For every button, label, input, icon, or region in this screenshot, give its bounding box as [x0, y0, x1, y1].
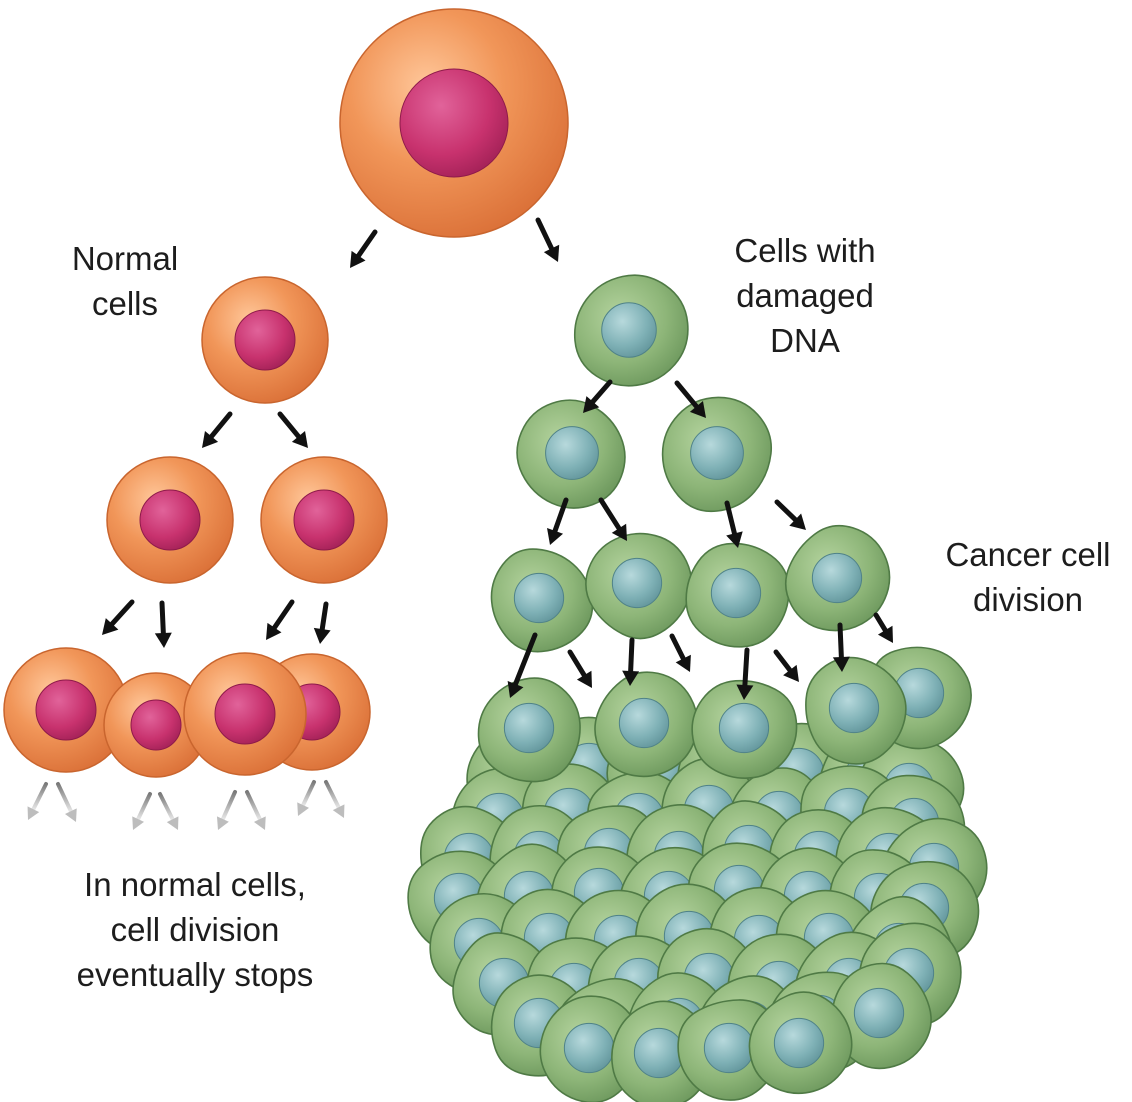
cancer-cell-gen3 — [691, 679, 798, 779]
division-arrow-icon — [102, 599, 135, 635]
tumor-mass-cell — [748, 991, 853, 1095]
faded-division-arrow-icon — [56, 782, 77, 822]
damaged-dna-label-line-3: DNA — [770, 322, 840, 359]
division-arrow-icon — [567, 649, 592, 688]
normal-cell-gen3-1 — [3, 647, 129, 773]
normal-cell-lineage — [3, 8, 569, 778]
normal-cell-gen3-3 — [183, 652, 307, 776]
division-arrow-icon — [202, 411, 233, 448]
division-arrow-icon — [669, 633, 691, 672]
division-arrow-icon — [154, 600, 172, 648]
cancer-label-line-1: Cancer cell — [945, 536, 1111, 573]
division-arrow-icon — [674, 380, 706, 418]
normal-cell-gen1 — [201, 276, 329, 404]
normal-cell-gen2-left — [106, 456, 234, 584]
cancer-cell-gen2 — [490, 548, 594, 653]
damaged-dna-label: Cells with damaged DNA — [712, 228, 898, 363]
caption-line-3: eventually stops — [76, 956, 314, 993]
cancer-label-line-2: division — [972, 581, 1084, 618]
division-arrow-icon — [507, 632, 538, 698]
division-arrows — [27, 217, 893, 830]
division-arrow-icon — [266, 599, 295, 640]
cancer-cell-gen3 — [594, 671, 699, 778]
parent-cell — [339, 8, 569, 238]
faded-division-arrow-icon — [245, 790, 266, 830]
faded-division-arrow-icon — [216, 790, 237, 830]
normal-cell-gen2-right — [260, 456, 388, 584]
faded-division-arrow-icon — [297, 780, 316, 816]
tumor-mass-cell — [831, 962, 932, 1070]
faded-division-arrow-icon — [27, 782, 48, 820]
cancer-cell-gen1 — [516, 399, 626, 509]
division-arrow-icon — [832, 622, 850, 672]
damaged-dna-label-line-1: Cells with — [734, 232, 876, 269]
division-arrow-icon — [535, 217, 560, 262]
division-arrow-icon — [313, 601, 331, 644]
division-arrow-icon — [873, 612, 893, 643]
faded-division-arrow-icon — [158, 792, 179, 830]
division-arrow-icon — [277, 411, 308, 448]
faded-division-arrow-icon — [132, 792, 152, 830]
cancer-cell-gen2 — [784, 524, 891, 632]
cancer-cell-gen1 — [661, 396, 773, 513]
caption-line-2: cell division — [110, 911, 280, 948]
division-stops-caption: In normal cells, cell division eventuall… — [40, 862, 350, 997]
normal-cells-label-line-1: Normal — [71, 240, 179, 277]
normal-cells-label: Normal cells — [50, 236, 200, 326]
division-arrow-icon — [724, 500, 743, 548]
cancer-cell-cluster — [407, 274, 988, 1102]
division-arrow-icon — [622, 637, 640, 686]
normal-cells-label-line-2: cells — [91, 285, 159, 322]
division-arrow-icon — [736, 647, 754, 700]
division-arrow-icon — [547, 497, 569, 545]
caption-line-1: In normal cells, — [84, 866, 306, 903]
cancer-cell-gen2 — [685, 542, 790, 648]
cancer-cell-gen2 — [585, 532, 693, 640]
damaged-dna-label-line-2: damaged — [736, 277, 874, 314]
division-arrow-icon — [773, 649, 799, 682]
division-arrow-icon — [350, 229, 378, 268]
cancer-cell-gen3 — [477, 677, 581, 783]
division-arrow-icon — [774, 499, 806, 530]
division-arrow-icon — [583, 379, 613, 413]
faded-division-arrow-icon — [324, 780, 345, 818]
damaged-dna-cell — [573, 274, 689, 387]
division-arrow-icon — [598, 497, 627, 541]
cancer-cell-division-label: Cancer cell division — [926, 532, 1130, 622]
